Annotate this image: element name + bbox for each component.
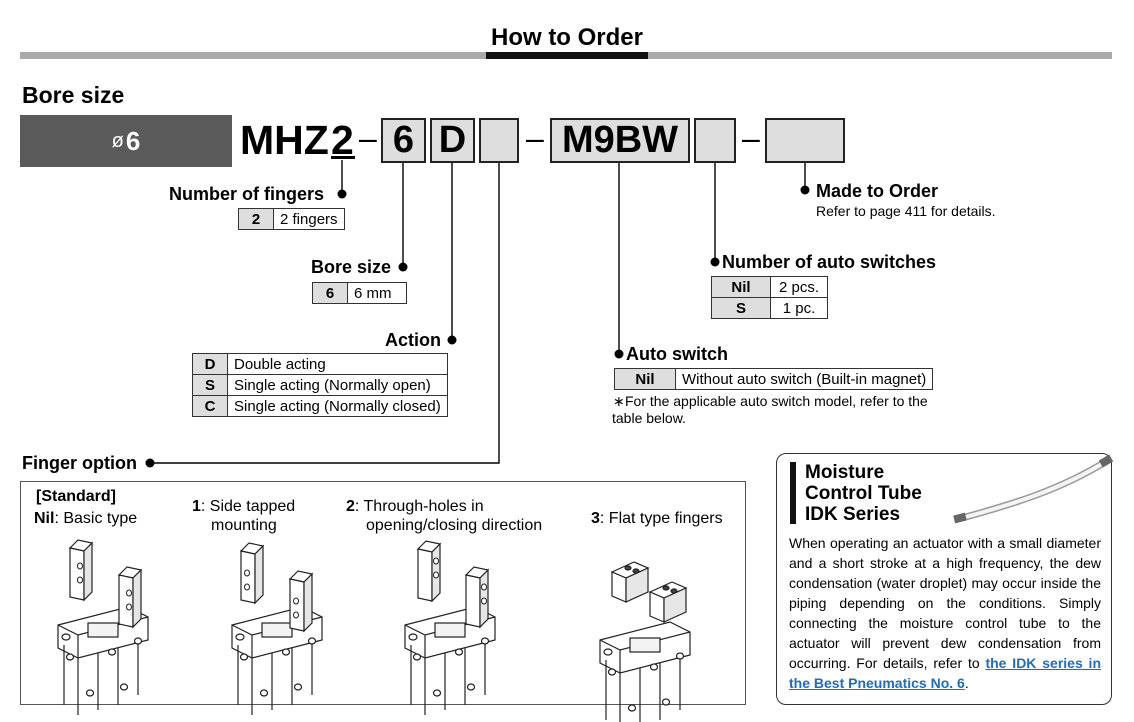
option-key: Nil <box>34 510 55 527</box>
finger-option-1: 1: Side tapped <box>192 497 295 517</box>
option-sep: : <box>54 510 64 527</box>
num-switches-label: Number of auto switches <box>722 252 937 272</box>
option-key: 6 <box>312 282 348 304</box>
model-fingers-digit: 2 <box>331 117 354 163</box>
option-key: 3 <box>591 510 600 527</box>
code-dash-3: – <box>742 120 760 156</box>
finger-option-2-line2: opening/closing direction <box>366 517 543 534</box>
option-desc: Basic type <box>63 510 138 527</box>
option-desc: Without auto switch (Built-in magnet) <box>674 368 934 390</box>
option-key: 2 <box>346 498 355 515</box>
page-title: How to Order <box>490 24 643 51</box>
code-box-bore: 6 <box>381 118 426 163</box>
code-box-auto-switch: M9BW <box>550 118 690 163</box>
made-to-order-label: Made to Order <box>816 181 939 201</box>
auto-switch-label: Auto switch <box>626 344 728 364</box>
option-desc: 6 mm <box>347 282 407 304</box>
finger-option-3: 3: Flat type fingers <box>591 509 723 529</box>
diameter-symbol: ø <box>111 129 124 152</box>
finger-option-1-line2: mounting <box>211 517 277 534</box>
option-key: D <box>192 353 228 375</box>
title-line: Moisture <box>805 462 885 483</box>
bore-size-value: 6 <box>125 125 141 156</box>
code-box-finger-option <box>479 118 519 163</box>
title-line: IDK Series <box>805 504 901 525</box>
option-sep: : <box>599 510 609 527</box>
made-to-order-note: Refer to page 411 for details. <box>816 203 996 219</box>
option-key: Nil <box>614 368 676 390</box>
option-desc: 1 pc. <box>770 297 828 319</box>
bore-size-label: Bore size <box>311 257 392 277</box>
finger-option-2: 2: Through-holes in <box>346 497 484 517</box>
option-sep: : <box>354 498 364 515</box>
description-end: . <box>964 675 969 691</box>
auto-switch-note-line-2: table below. <box>612 410 686 426</box>
header-rule-accent <box>486 52 648 59</box>
code-box-made-to-order <box>765 118 845 163</box>
option-sep: : <box>200 498 210 515</box>
option-key: C <box>192 395 228 417</box>
auto-switch-note-line-1: For the applicable auto switch model, re… <box>625 393 928 409</box>
finger-standard-tag: [Standard] <box>36 488 116 505</box>
fingers-label: Number of fingers <box>169 184 325 204</box>
code-dash-2: – <box>526 120 544 156</box>
fingers-underline <box>331 156 355 159</box>
auto-switch-note-star: ∗ <box>613 393 625 409</box>
moisture-tube-description: When operating an actuator with a small … <box>789 533 1101 693</box>
option-desc: 2 fingers <box>273 208 345 230</box>
finger-option-panel <box>20 481 746 705</box>
bore-size-box: ø 6 <box>20 115 232 167</box>
code-dash-1: – <box>359 120 377 156</box>
moisture-tube-panel <box>776 453 1112 705</box>
model-prefix: MHZ <box>240 117 329 163</box>
option-desc: Double acting <box>227 353 448 375</box>
option-key: 2 <box>238 208 274 230</box>
finger-option-nil: Nil: Basic type <box>34 509 137 529</box>
code-box-action: D <box>430 118 475 163</box>
option-desc: Side tapped <box>209 498 296 515</box>
moisture-tube-title: Moisture Control Tube IDK Series <box>805 462 922 525</box>
action-label: Action <box>385 330 441 350</box>
finger-option-label: Finger option <box>22 453 137 473</box>
option-desc: Single acting (Normally closed) <box>227 395 448 417</box>
bore-size-heading: Bore size <box>22 82 125 108</box>
option-key: 1 <box>192 498 201 515</box>
option-desc: Flat type fingers <box>608 510 723 527</box>
idk-series-link[interactable]: the IDK series in the Best Pneumatics No… <box>789 655 1102 691</box>
option-key: S <box>711 297 771 319</box>
option-key: Nil <box>711 276 771 298</box>
moisture-tube-accent-bar <box>790 462 796 524</box>
title-line: Control Tube <box>805 483 922 504</box>
code-box-num-switches <box>694 118 736 163</box>
description-text: When operating an actuator with a small … <box>789 535 1101 671</box>
option-desc: Through-holes in <box>363 498 484 515</box>
